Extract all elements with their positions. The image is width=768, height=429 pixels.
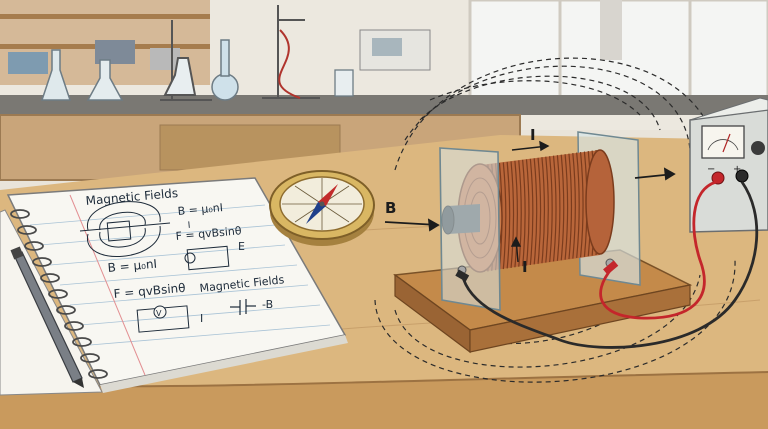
notes-label-v: V bbox=[156, 309, 162, 318]
compass bbox=[269, 170, 375, 246]
notes-formula-b: B = μ₀nI bbox=[177, 201, 223, 218]
solenoid-field-sketch bbox=[79, 201, 171, 257]
coil-wrap bbox=[541, 157, 546, 264]
coil-wrap bbox=[579, 152, 584, 258]
coil-wrap bbox=[556, 155, 561, 261]
beaker bbox=[334, 69, 354, 97]
coil-wrap bbox=[576, 152, 580, 258]
flask-middle bbox=[86, 59, 124, 101]
label-b: B bbox=[385, 199, 396, 217]
notes-label-minus-b: -B bbox=[262, 298, 273, 311]
meter-plus-label: + bbox=[733, 164, 741, 175]
coil-wrap bbox=[510, 161, 515, 268]
coil-wrap bbox=[502, 162, 507, 270]
notes-formula-f: F = qvBsinθ bbox=[175, 224, 242, 243]
flask-round bbox=[211, 39, 239, 101]
coil-wrap bbox=[552, 155, 557, 262]
coil-wrap bbox=[525, 159, 530, 266]
wooden-base bbox=[393, 249, 693, 354]
red-tubing bbox=[278, 29, 301, 99]
compass-needle bbox=[318, 184, 338, 206]
capacitor-sketch bbox=[230, 299, 256, 315]
power-supply bbox=[689, 97, 768, 233]
coil-wrap bbox=[514, 160, 518, 268]
pen bbox=[10, 246, 84, 388]
coil-wrap bbox=[529, 158, 534, 266]
notes-label-i-bottom: I bbox=[200, 312, 203, 325]
coil-wrap bbox=[533, 158, 538, 265]
coil-wrap bbox=[518, 160, 522, 267]
label-i-top: I bbox=[530, 126, 536, 144]
coil-wrap bbox=[568, 153, 573, 260]
arrow-field-out bbox=[634, 167, 676, 181]
notes-formula-f2: F = qvBsinθ bbox=[113, 281, 186, 301]
arrow-b-field bbox=[384, 218, 440, 232]
coil-wrap bbox=[572, 153, 576, 259]
notes-formula-b2: B = μ₀nI bbox=[107, 257, 158, 275]
coil-wrap bbox=[560, 154, 565, 261]
meter-minus-label: − bbox=[707, 164, 715, 175]
circuit-sketch-bottom bbox=[136, 305, 190, 333]
red-wire bbox=[599, 180, 717, 320]
flask-left bbox=[40, 49, 72, 101]
label-i-side: I bbox=[522, 258, 528, 276]
coil-wrap bbox=[537, 157, 542, 264]
wire-clips bbox=[455, 260, 619, 282]
black-wire bbox=[460, 181, 759, 349]
coil-wrap bbox=[506, 161, 511, 269]
glass-support-front bbox=[439, 147, 501, 311]
circuit-sketch-top bbox=[184, 245, 230, 271]
tall-stand bbox=[262, 5, 320, 99]
arrow-current-top bbox=[511, 140, 550, 152]
power-supply-meter bbox=[701, 125, 745, 159]
coil-wrap bbox=[522, 159, 526, 267]
coil-wrap bbox=[549, 156, 553, 263]
ring-stand bbox=[160, 20, 212, 101]
notes-small-i: I bbox=[187, 221, 191, 231]
notes-label-e: E bbox=[238, 240, 245, 253]
window bbox=[468, 0, 768, 112]
spiral-binding bbox=[10, 209, 108, 379]
back-instrument-screen bbox=[372, 38, 402, 56]
coil-wrap bbox=[564, 154, 569, 260]
arrow-current-side bbox=[510, 236, 522, 263]
power-supply-knob bbox=[751, 141, 765, 155]
coil-wrap bbox=[545, 156, 549, 263]
